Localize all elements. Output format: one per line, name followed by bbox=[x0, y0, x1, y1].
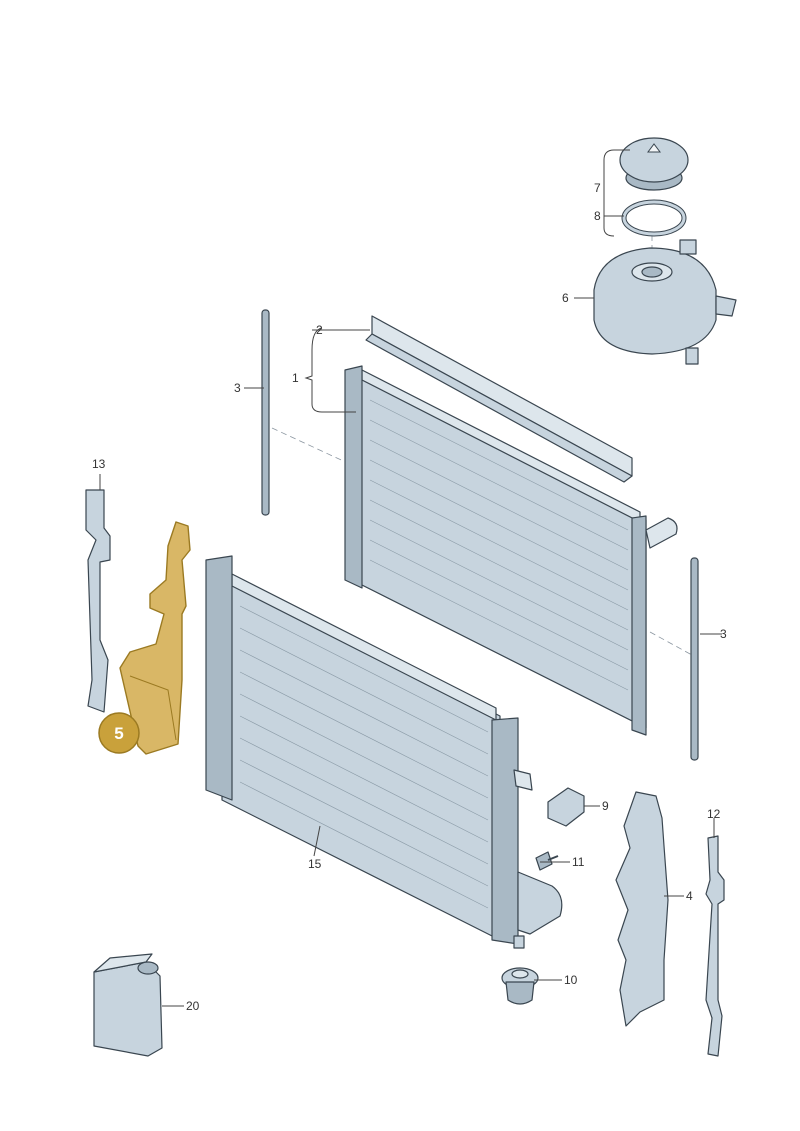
bracket-right[interactable] bbox=[705, 835, 725, 1057]
retaining-clip[interactable] bbox=[547, 787, 585, 827]
bracket-left[interactable] bbox=[85, 489, 111, 713]
callout-1: 1 bbox=[292, 371, 299, 385]
callout-badge-5[interactable]: 5 bbox=[98, 712, 140, 754]
rubber-grommet[interactable] bbox=[501, 967, 539, 1005]
intercooler-radiator[interactable] bbox=[205, 555, 563, 949]
air-guide-right[interactable] bbox=[615, 791, 669, 1027]
callout-12: 12 bbox=[707, 807, 721, 821]
callout-badge-label: 5 bbox=[114, 724, 123, 743]
callout-3-right: 3 bbox=[720, 627, 727, 641]
leader-lines bbox=[99, 149, 722, 1007]
seal-ring[interactable] bbox=[621, 199, 687, 237]
seal-strip-right[interactable] bbox=[690, 557, 699, 761]
callout-9: 9 bbox=[602, 799, 609, 813]
bolt[interactable] bbox=[535, 851, 559, 871]
reservoir-cap[interactable] bbox=[619, 137, 689, 191]
callout-labels: 2 1 3 3 7 8 6 9 11 10 4 12 13 15 20 bbox=[92, 181, 727, 1013]
coolant-canister[interactable] bbox=[93, 953, 163, 1057]
callout-6: 6 bbox=[562, 291, 569, 305]
callout-8: 8 bbox=[594, 209, 601, 223]
expansion-tank[interactable] bbox=[593, 239, 737, 365]
seal-strip-left[interactable] bbox=[261, 309, 270, 516]
callout-13: 13 bbox=[92, 457, 106, 471]
callout-7: 7 bbox=[594, 181, 601, 195]
callout-11: 11 bbox=[572, 855, 585, 869]
air-duct-highlighted[interactable] bbox=[119, 521, 191, 755]
callout-4: 4 bbox=[686, 889, 693, 903]
coolant-radiator[interactable] bbox=[344, 365, 678, 736]
callout-15: 15 bbox=[308, 857, 322, 871]
callout-20: 20 bbox=[186, 999, 200, 1013]
callout-10: 10 bbox=[564, 973, 578, 987]
callout-2: 2 bbox=[316, 323, 323, 337]
callout-3-left: 3 bbox=[234, 381, 241, 395]
seal-strip-top[interactable] bbox=[365, 315, 633, 483]
